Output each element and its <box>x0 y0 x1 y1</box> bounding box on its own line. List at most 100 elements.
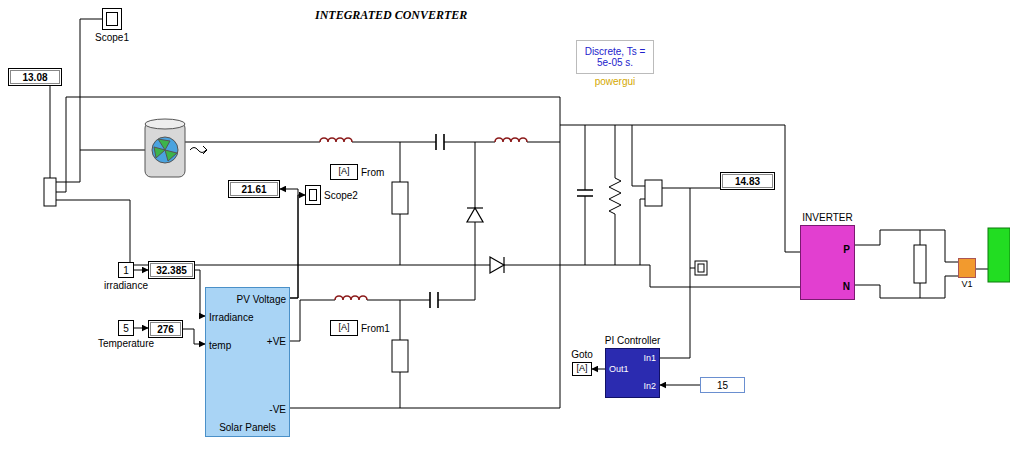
signal-line <box>290 195 305 298</box>
scope-block: Scope2 <box>305 185 321 205</box>
inductor-symbol <box>320 138 352 142</box>
wire <box>640 265 800 287</box>
capacitor-symbol <box>430 134 593 308</box>
pi-controller-block: PI ControllerIn1Out1In2 <box>605 348 660 398</box>
wire <box>855 230 958 262</box>
wire <box>660 268 690 358</box>
diode-symbol <box>490 257 504 273</box>
constant-value: 1 <box>123 265 129 276</box>
powergui-block: Discrete, Ts = 5e-05 s.powergui <box>576 40 654 74</box>
wire <box>615 125 616 178</box>
measurement-block <box>392 182 408 214</box>
capacitor-symbol <box>436 134 444 150</box>
constant-block: 1irradiance <box>118 262 134 278</box>
display-block: 21.61 <box>228 180 280 198</box>
block-label: V1 <box>961 280 972 290</box>
scope-symbol <box>695 261 707 275</box>
display-block: 276 <box>148 320 183 338</box>
display-block: 14.83 <box>720 172 775 190</box>
constant-block: 15 <box>700 377 745 393</box>
voltage-measurement: V1 <box>958 258 976 278</box>
wire <box>855 276 958 298</box>
block-label: powergui <box>595 76 636 87</box>
block-label: Scope2 <box>324 190 358 201</box>
machine-icon <box>190 146 207 154</box>
signal-line <box>134 270 148 271</box>
wire <box>50 86 51 178</box>
port-name: PV Voltage <box>237 294 286 305</box>
constant-value: 5 <box>123 323 129 334</box>
from-block: [A]From <box>330 164 358 180</box>
display-value: 21.61 <box>241 184 266 195</box>
tag-name: [A] <box>338 323 349 333</box>
port-name: Irradiance <box>209 312 253 323</box>
wire <box>400 142 401 182</box>
port-name: -VE <box>269 404 286 415</box>
signal-line <box>134 328 148 329</box>
diagram-title: INTEGRATED CONVERTER <box>315 8 467 23</box>
machine-icon <box>152 137 178 163</box>
block-label: INVERTER <box>802 212 852 223</box>
wire <box>444 142 495 143</box>
wire <box>56 200 490 265</box>
diode-symbol <box>467 207 483 208</box>
display-value: 32.385 <box>156 265 187 276</box>
block-label: Scope1 <box>95 32 129 43</box>
wire <box>690 188 695 268</box>
from-block: [A]From1 <box>330 320 358 336</box>
scope-symbol <box>698 264 704 272</box>
block-label: irradiance <box>104 280 148 291</box>
wire <box>527 142 560 143</box>
display-value: 14.83 <box>735 176 760 187</box>
wire <box>920 283 921 298</box>
block-label: From1 <box>361 323 390 334</box>
display-block: 32.385 <box>148 261 195 279</box>
display-value: 13.08 <box>22 72 47 83</box>
resistor-symbol <box>609 178 621 214</box>
wire <box>400 214 401 265</box>
wire <box>185 142 320 143</box>
wire <box>438 300 475 301</box>
wire <box>560 125 800 252</box>
scope-block: Scope1 <box>102 8 122 30</box>
port-name: Out1 <box>609 365 629 375</box>
wire <box>367 300 430 301</box>
port-name: +VE <box>267 336 286 347</box>
wire <box>290 265 560 408</box>
constant-value: 15 <box>717 380 728 391</box>
block-label: From <box>361 167 384 178</box>
tag-name: [A] <box>576 364 587 374</box>
machine-icon <box>145 122 185 177</box>
resistor-symbol <box>914 245 926 283</box>
wire <box>504 199 645 265</box>
resistor-symbol <box>609 178 926 283</box>
block-label: PI Controller <box>605 335 661 346</box>
port-name: temp <box>209 340 231 351</box>
wire <box>615 214 616 265</box>
inverter-block: INVERTERPN <box>800 225 855 300</box>
diode-symbol <box>467 208 504 273</box>
wire <box>585 196 586 265</box>
solver-setting: Discrete, Ts = 5e-05 s. <box>580 46 650 68</box>
wire <box>585 125 586 190</box>
wire <box>352 142 436 143</box>
signal-line <box>183 329 205 344</box>
goto-block: [A]Goto <box>572 362 592 376</box>
wire <box>56 19 102 182</box>
measurement-block <box>44 178 662 372</box>
machine-icon <box>145 119 207 177</box>
constant-block: 5Temperature <box>118 320 134 336</box>
wire <box>400 372 401 408</box>
signal-line <box>660 385 700 386</box>
signal-line <box>195 270 205 316</box>
wire <box>50 19 988 408</box>
diode-symbol <box>503 257 504 273</box>
machine-icon <box>154 139 177 161</box>
solar-panel-block: PV Voltage+VE-VEIrradiancetempSolar Pane… <box>205 287 290 437</box>
measurement-block <box>392 340 408 372</box>
block-label: Goto <box>571 349 593 360</box>
inductor-symbol <box>320 138 527 300</box>
wire <box>632 125 645 186</box>
wire <box>920 230 921 245</box>
